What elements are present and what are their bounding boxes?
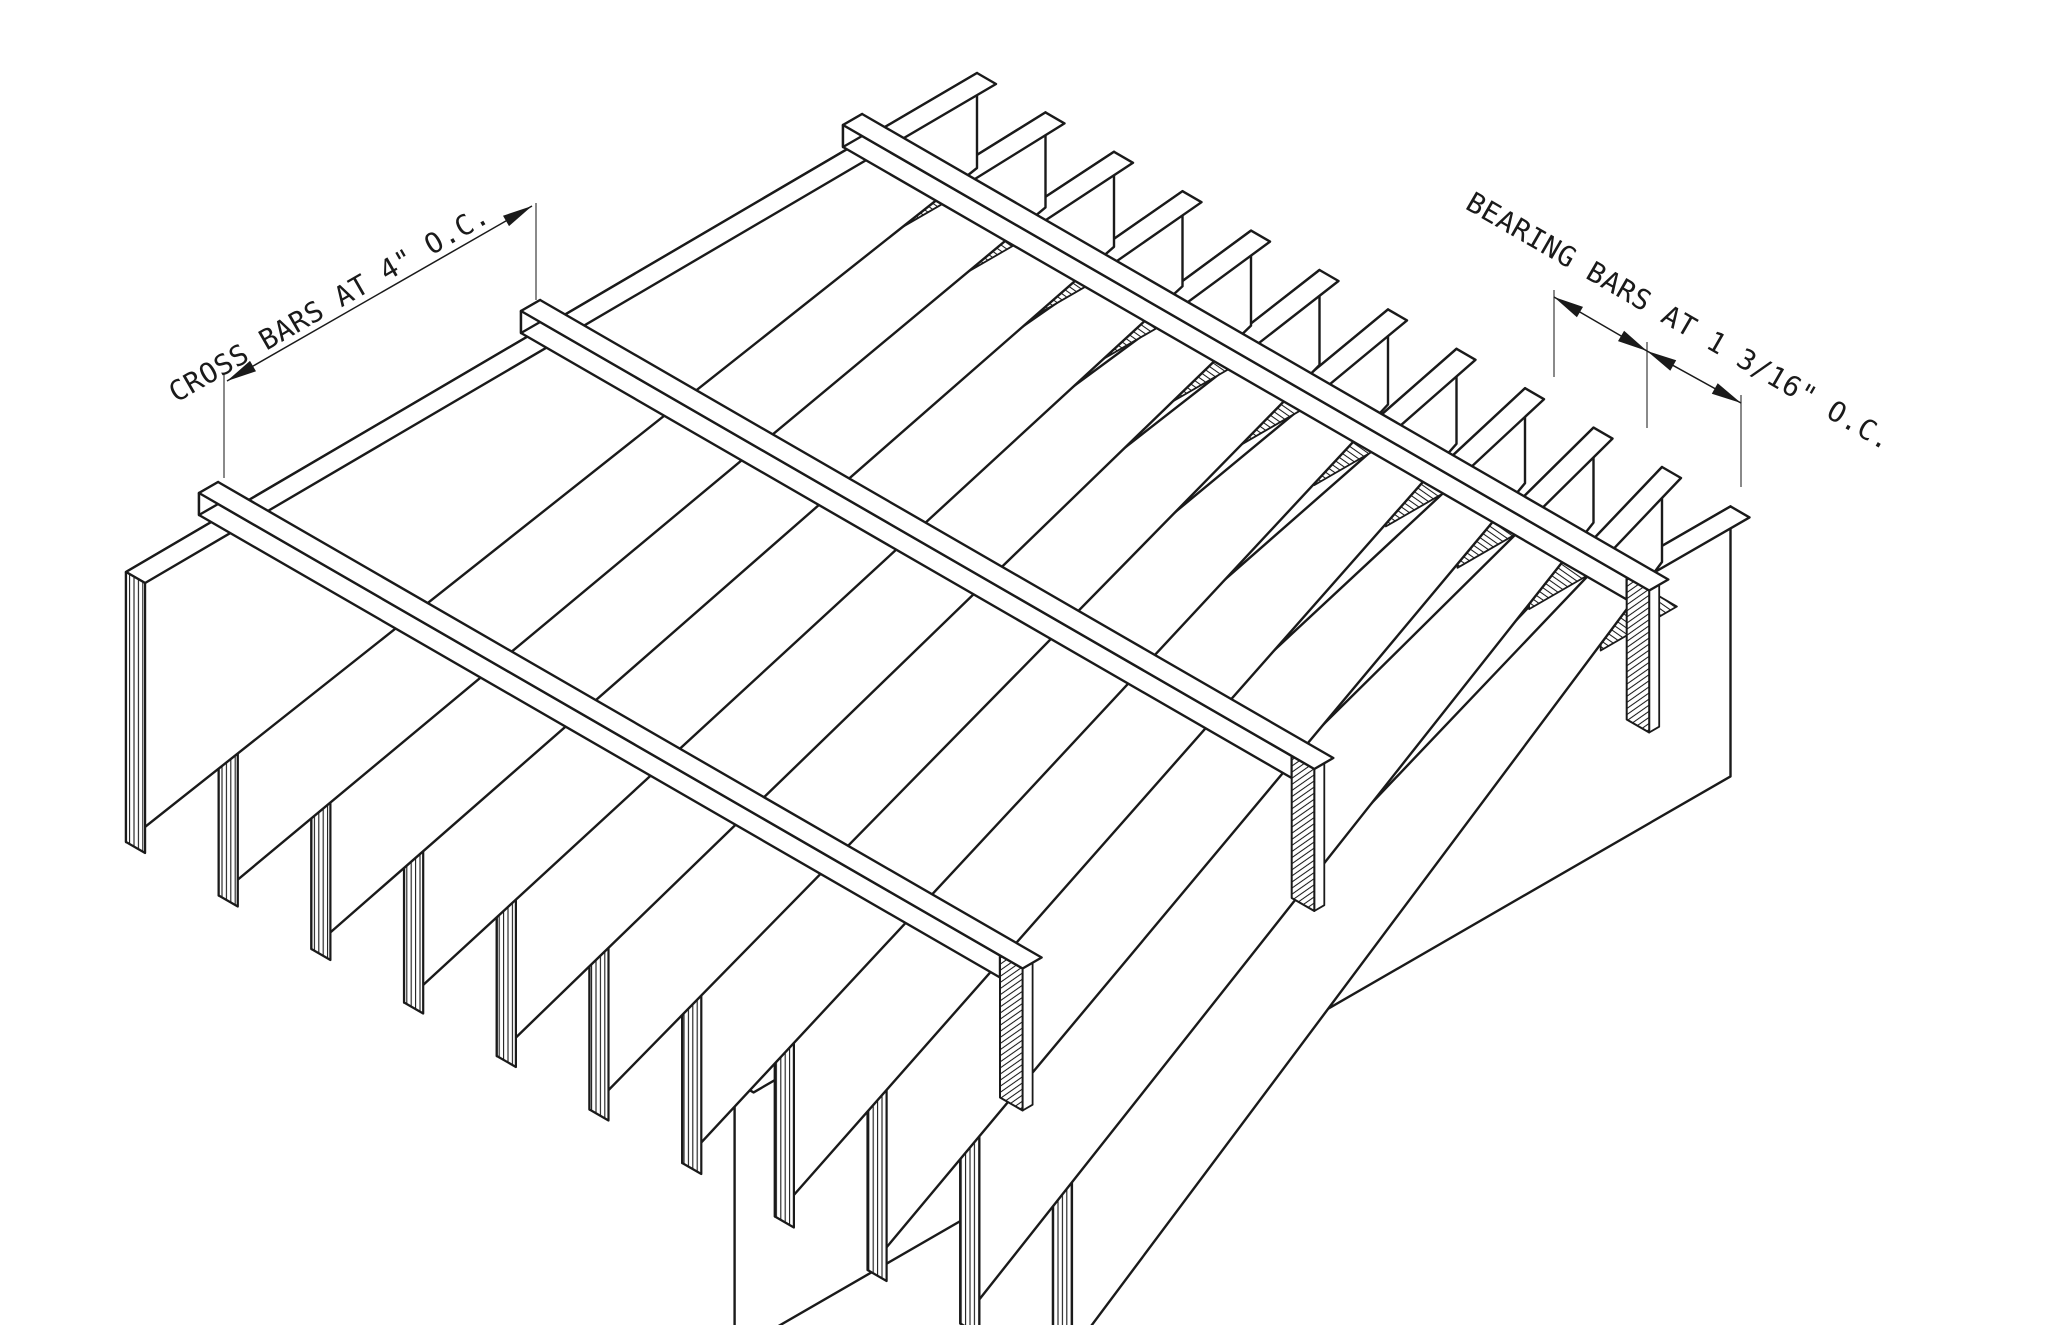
- cross-bar-hang-end: [1290, 755, 1316, 912]
- cross-bar-hang-end: [1625, 576, 1651, 734]
- dimension-arrow: [503, 206, 532, 227]
- dimension-arrow: [1647, 351, 1677, 371]
- dimension-cross-bars: [223, 203, 537, 478]
- cross-bar-top-face: [197, 480, 1043, 970]
- cross-bars: [197, 112, 1670, 1112]
- cross-bar: [197, 480, 1043, 1112]
- cross-bar-hang-edge: [1648, 583, 1661, 734]
- dimension-graphics: [223, 203, 1742, 487]
- dimension-arrow: [1618, 330, 1647, 351]
- cross-bar: [841, 112, 1670, 734]
- grating-geometry: [124, 71, 1751, 1325]
- dimension-arrow: [227, 360, 256, 381]
- dimension-bearing-bars: [1553, 290, 1742, 487]
- dimension-arrow: [1711, 383, 1741, 403]
- bearing-bar-end-face: [124, 570, 147, 855]
- cross-bar-top-face: [841, 112, 1670, 592]
- dimension-line: [226, 205, 533, 382]
- cross-bar-top-face: [519, 298, 1335, 771]
- cross-bar-hang-edge: [1313, 762, 1326, 912]
- cross-bar-hang-end: [999, 954, 1024, 1112]
- cross-bar-hang-edge: [1021, 961, 1034, 1112]
- cross-bar: [519, 298, 1335, 912]
- dimension-arrow: [1554, 297, 1583, 318]
